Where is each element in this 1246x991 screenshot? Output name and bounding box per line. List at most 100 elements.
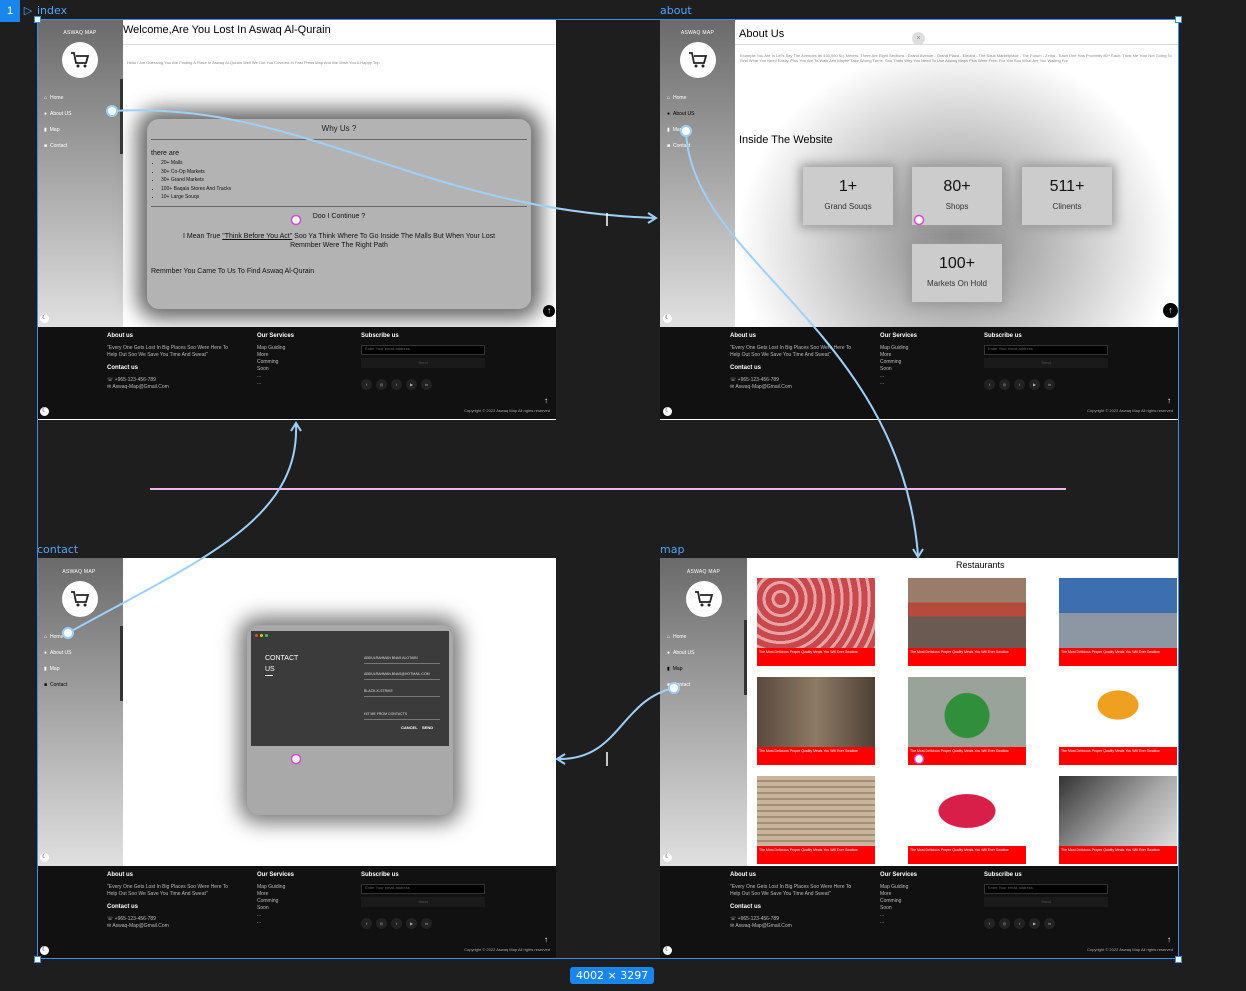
- scrollbar[interactable]: [120, 79, 123, 154]
- service-item[interactable]: Soon: [880, 905, 892, 911]
- instagram-icon[interactable]: ◎: [999, 379, 1010, 390]
- linkedin-icon[interactable]: in: [1044, 918, 1055, 929]
- email-input[interactable]: Enter Your email address: [984, 345, 1108, 355]
- service-item[interactable]: Map Guiding: [880, 345, 909, 351]
- youtube-icon[interactable]: ▶: [406, 918, 417, 929]
- page-indicator[interactable]: 1: [0, 0, 20, 22]
- sidebar-item-home[interactable]: ⌂Home: [37, 629, 123, 645]
- service-item[interactable]: ...: [257, 912, 262, 918]
- service-item[interactable]: Comming: [880, 898, 902, 904]
- frame-contact[interactable]: ASWAQ MAP ⌂Home ●About US ▮Map ■Contact …: [37, 558, 556, 959]
- theme-toggle-icon[interactable]: ☾: [663, 314, 672, 323]
- frame-label-index[interactable]: index: [37, 4, 68, 17]
- sidebar-item-about[interactable]: ●About US: [37, 106, 123, 122]
- service-item[interactable]: More: [880, 891, 892, 897]
- service-item[interactable]: ...: [880, 912, 885, 918]
- service-item[interactable]: Soon: [257, 905, 269, 911]
- send-button[interactable]: SEND: [422, 725, 434, 730]
- send-button[interactable]: Send: [361, 897, 485, 907]
- arrow-up-icon[interactable]: ↑: [544, 935, 548, 944]
- theme-toggle-icon[interactable]: ☾: [663, 407, 672, 416]
- youtube-icon[interactable]: ▶: [1029, 918, 1040, 929]
- resize-handle[interactable]: [34, 956, 41, 963]
- sidebar-item-home[interactable]: ⌂Home: [37, 90, 123, 106]
- instagram-icon[interactable]: ◎: [376, 379, 387, 390]
- restaurant-card[interactable]: The Most Delicious Proper Quality Meals …: [757, 776, 875, 864]
- sidebar-item-contact[interactable]: ■Contact: [37, 677, 123, 693]
- sidebar-item-map[interactable]: ▮Map: [37, 661, 123, 677]
- restaurant-card[interactable]: The Most Delicious Proper Quality Meals …: [757, 677, 875, 765]
- service-item[interactable]: ...: [257, 919, 262, 925]
- email-input[interactable]: Enter Your email address: [361, 884, 485, 894]
- service-item[interactable]: ...: [880, 373, 885, 379]
- restaurant-card[interactable]: The Most Delicious Proper Quality Meals …: [1059, 578, 1177, 666]
- restaurant-card[interactable]: The Most Delicious Proper Quality Meals …: [757, 578, 875, 666]
- arrow-up-icon[interactable]: ↑: [544, 396, 548, 405]
- instagram-icon[interactable]: ◎: [999, 918, 1010, 929]
- facebook-icon[interactable]: f: [984, 379, 995, 390]
- facebook-icon[interactable]: f: [984, 918, 995, 929]
- sidebar-item-contact[interactable]: ■Contact: [660, 677, 747, 693]
- sidebar-item-map[interactable]: ▮Map: [660, 122, 735, 138]
- facebook-icon[interactable]: f: [361, 918, 372, 929]
- service-item[interactable]: Soon: [880, 366, 892, 372]
- subject-field[interactable]: BLACK-K-STRIKE: [364, 689, 440, 697]
- email-field[interactable]: ABDULRAHMAN.BNAS@HOTMAIL.COM: [364, 672, 440, 680]
- service-item[interactable]: Comming: [880, 359, 902, 365]
- service-item[interactable]: More: [257, 891, 269, 897]
- theme-toggle-icon[interactable]: ☾: [663, 853, 672, 862]
- arrow-up-icon[interactable]: ↑: [1167, 396, 1171, 405]
- restaurant-card[interactable]: The Most Delicious Proper Quality Meals …: [1059, 677, 1177, 765]
- theme-toggle-icon[interactable]: ☾: [663, 946, 672, 955]
- twitter-icon[interactable]: t: [391, 918, 402, 929]
- service-item[interactable]: Comming: [257, 898, 279, 904]
- sidebar-item-map[interactable]: ▮Map: [37, 122, 123, 138]
- youtube-icon[interactable]: ▶: [406, 379, 417, 390]
- sidebar-item-home[interactable]: ⌂Home: [660, 90, 735, 106]
- close-icon[interactable]: ×: [912, 32, 925, 45]
- service-item[interactable]: Map Guiding: [257, 345, 286, 351]
- twitter-icon[interactable]: t: [1014, 379, 1025, 390]
- email-text[interactable]: Aswaq-Map@Gmail.Com: [112, 384, 169, 390]
- send-button[interactable]: Send: [361, 358, 485, 368]
- name-field[interactable]: ABDULRAHMAN BNAS ALOTAIBI: [364, 656, 440, 664]
- service-item[interactable]: ...: [880, 380, 885, 386]
- resize-handle[interactable]: [1175, 16, 1182, 23]
- linkedin-icon[interactable]: in: [1044, 379, 1055, 390]
- service-item[interactable]: Map Guiding: [880, 884, 909, 890]
- sidebar-item-contact[interactable]: ■Contact: [660, 138, 735, 154]
- email-text[interactable]: Aswaq-Map@Gmail.Com: [735, 384, 792, 390]
- restaurant-card[interactable]: The Most Delicious Proper Quality Meals …: [908, 776, 1026, 864]
- scrollbar[interactable]: [744, 620, 747, 695]
- email-text[interactable]: Aswaq-Map@Gmail.Com: [112, 923, 169, 929]
- sidebar-item-home[interactable]: ⌂Home: [660, 629, 747, 645]
- service-item[interactable]: More: [880, 352, 892, 358]
- frame-about[interactable]: ASWAQ MAP ⌂Home ●About US ▮Map ■Contact …: [660, 19, 1179, 420]
- message-field[interactable]: HIT ME FROM CONTACTS: [364, 712, 440, 720]
- restaurant-card[interactable]: The Most Delicious Proper Quality Meals …: [908, 677, 1026, 765]
- think-link[interactable]: "Think Before You Act": [222, 232, 293, 240]
- theme-toggle-icon[interactable]: ☾: [40, 853, 49, 862]
- service-item[interactable]: ...: [880, 919, 885, 925]
- service-item[interactable]: Comming: [257, 359, 279, 365]
- restaurant-card[interactable]: The Most Delicious Proper Quality Meals …: [908, 578, 1026, 666]
- sidebar-item-contact[interactable]: ■Contact: [37, 138, 123, 154]
- scrollbar[interactable]: [120, 626, 123, 701]
- send-button[interactable]: Send: [984, 358, 1108, 368]
- arrow-up-icon[interactable]: ↑: [1167, 935, 1171, 944]
- cancel-button[interactable]: CANCEL: [401, 725, 418, 730]
- play-icon[interactable]: ▷: [23, 5, 33, 17]
- scroll-top-icon[interactable]: ↑: [543, 305, 555, 317]
- instagram-icon[interactable]: ◎: [376, 918, 387, 929]
- linkedin-icon[interactable]: in: [421, 918, 432, 929]
- linkedin-icon[interactable]: in: [421, 379, 432, 390]
- send-button[interactable]: Send: [984, 897, 1108, 907]
- email-input[interactable]: Enter Your email address: [361, 345, 485, 355]
- email-text[interactable]: Aswaq-Map@Gmail.Com: [735, 923, 792, 929]
- service-item[interactable]: More: [257, 352, 269, 358]
- theme-toggle-icon[interactable]: ☾: [40, 407, 49, 416]
- frame-label-contact[interactable]: contact: [37, 543, 79, 556]
- service-item[interactable]: ...: [257, 373, 262, 379]
- sidebar-item-about[interactable]: ●About US: [660, 645, 747, 661]
- service-item[interactable]: Map Guiding: [257, 884, 286, 890]
